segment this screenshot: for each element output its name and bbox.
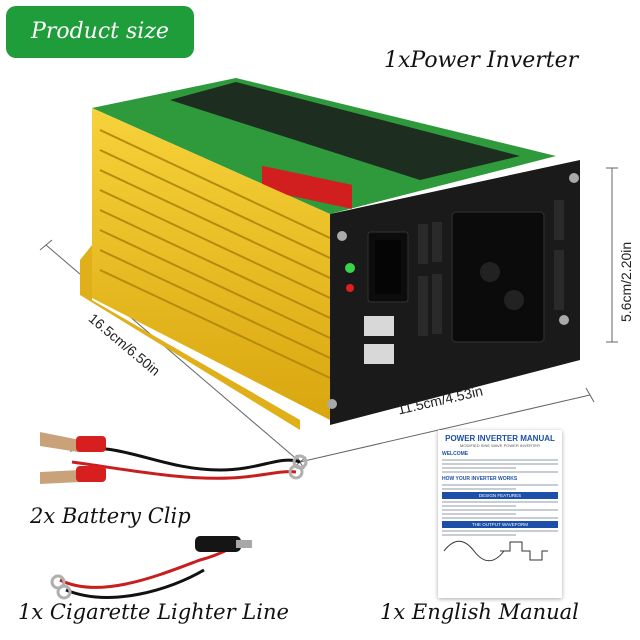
height-dimension-line	[606, 167, 618, 343]
usb-port-1	[364, 316, 394, 336]
manual-welcome-heading: WELCOME	[442, 451, 469, 457]
battery-clip-caption: 2x Battery Clip	[30, 504, 191, 528]
usb-port-2	[364, 344, 394, 364]
lighter-line-caption: 1x Cigarette Lighter Line	[18, 600, 289, 624]
waveform-icon	[443, 540, 548, 562]
battery-clip-set	[40, 432, 308, 484]
manual-waveform-bar: THE OUTPUT WAVEFORM	[442, 521, 558, 528]
cigarette-lighter-cable	[50, 536, 252, 600]
manual-title: POWER INVERTER MANUAL	[445, 434, 555, 443]
green-indicator-led	[345, 263, 355, 273]
manual-caption: 1x English Manual	[380, 600, 579, 624]
product-size-badge: Product size	[6, 6, 194, 58]
manual-subtitle: MODIFIED SINE WAVE POWER INVERTER	[460, 443, 540, 448]
red-indicator-led	[346, 284, 354, 292]
height-dimension-label: 5.6cm/2.20in	[618, 241, 634, 322]
manual-works-heading: HOW YOUR INVERTER WORKS	[442, 476, 518, 482]
inverter-caption: 1xPower Inverter	[384, 48, 579, 73]
english-manual-booklet: POWER INVERTER MANUAL MODIFIED SINE WAVE…	[438, 430, 562, 598]
inverter-side-fins	[92, 108, 330, 420]
inverter-display	[262, 165, 352, 209]
inverter-device	[80, 78, 580, 430]
manual-features-bar: DESIGN FEATURES	[442, 492, 558, 499]
